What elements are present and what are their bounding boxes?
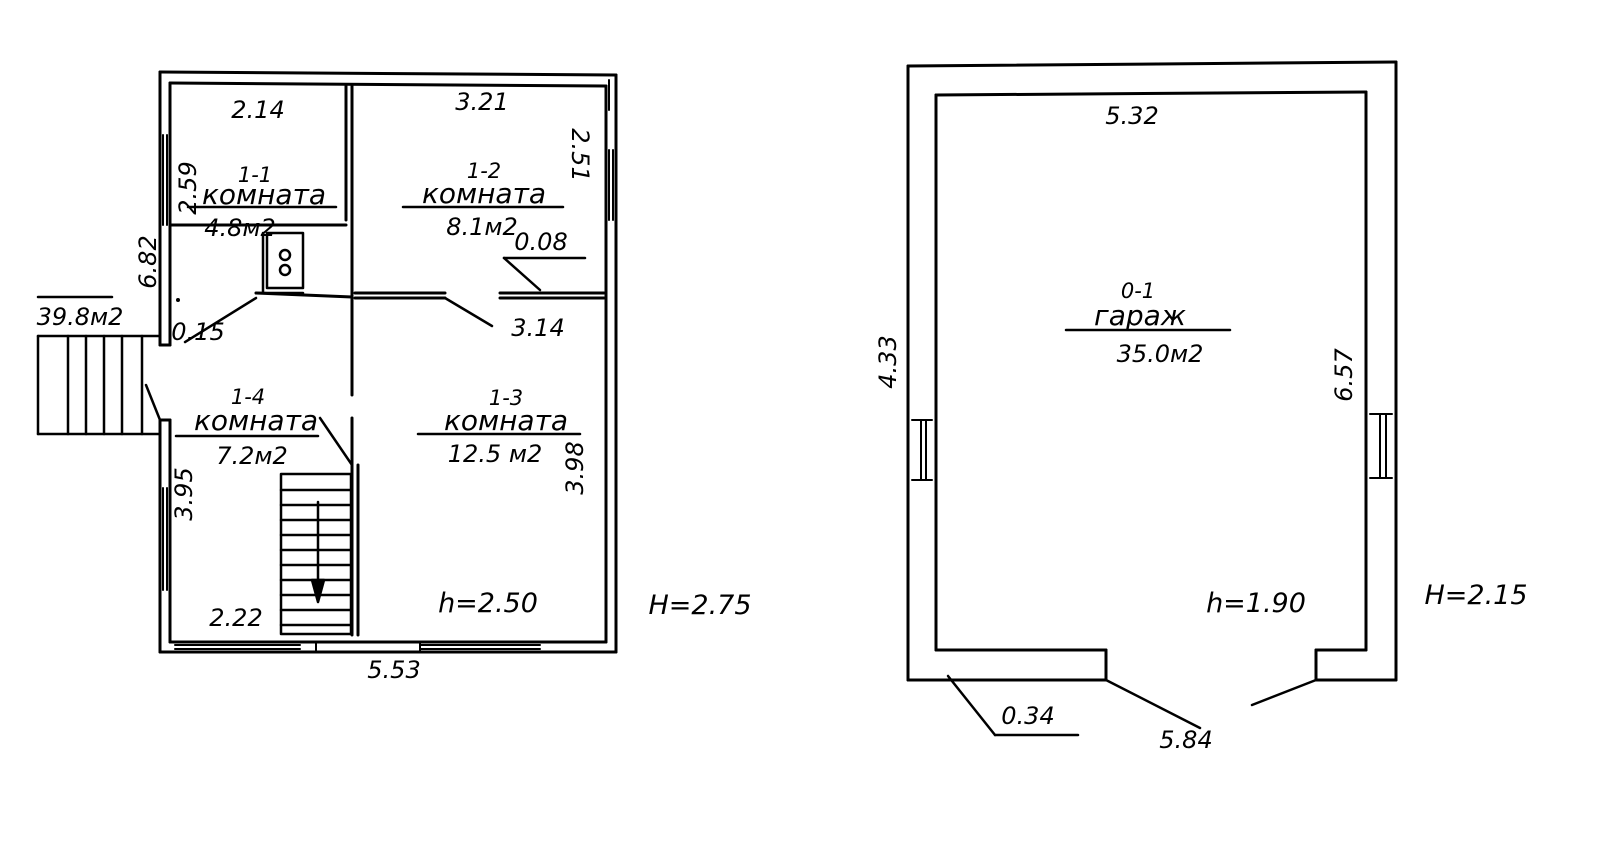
house-windows [162,79,614,653]
room-area: 7.2м2 [216,442,288,470]
dim-partition: 0.08 [514,228,567,256]
dim-right-upper: 2.51 [566,128,594,181]
dim-overall-width: 5.53 [367,656,420,684]
dim-left-lower: 3.95 [170,467,198,520]
entrance-steps [36,295,162,436]
garage-building-height: Н=2.15 [1424,580,1527,611]
room-1-3: 1-3 комната 12.5 м2 [444,386,568,468]
room-name: гараж [1094,299,1186,332]
dim-overall-depth: 6.82 [134,235,162,288]
garage-windows [911,413,1393,481]
dim-bottom-left: 2.22 [209,604,262,632]
room-1-2: 1-2 комната 8.1м2 [422,159,546,241]
total-area: 39.8м2 [37,303,124,331]
room-code: 1-3 [489,386,523,410]
room-area: 12.5 м2 [448,440,542,468]
dim-top-right: 3.21 [455,88,508,116]
room-code: 1-4 [231,385,265,409]
room-name: комната [444,404,568,437]
garage-plan: 5.32 4.33 6.57 0.34 5.84 h=1.90 Н=2.15 0… [874,60,1528,754]
interior-stair [279,472,353,636]
room-1-4: 1-4 комната 7.2м2 [194,385,318,470]
room-name: комната [422,177,546,210]
garage-dim-right: 6.57 [1330,348,1358,402]
dim-top-left: 2.14 [231,96,284,124]
garage-ceiling-height: h=1.90 [1206,588,1306,619]
garage-dim-top: 5.32 [1105,102,1158,130]
garage-dim-bottom: 5.84 [1159,726,1212,754]
house-doors [144,256,587,467]
garage-dim-left: 4.33 [874,335,902,388]
room-name: комната [194,404,318,437]
garage-gate [946,674,1318,737]
room-0-1: 0-1 гараж 35.0м2 [1094,279,1203,368]
dim-left-upper: 2.59 [174,161,202,214]
room-code: 1-2 [467,159,501,183]
house-ceiling-height: h=2.50 [438,588,538,619]
house-plan: 2.14 3.21 2.59 2.51 6.82 0.08 3.14 0.15 … [36,70,752,684]
room-area: 35.0м2 [1117,340,1204,368]
dim-wall-thickness: 0.15 [171,318,224,346]
stove-icon [254,231,305,295]
house-building-height: Н=2.75 [648,590,751,621]
room-code: 1-1 [238,163,272,187]
room-area: 8.1м2 [446,213,518,241]
room-name: комната [202,178,326,211]
house-partitions [169,84,606,637]
room-code: 0-1 [1121,279,1155,303]
house-label-underlines [174,205,582,438]
dim-middle-right: 3.14 [511,314,564,342]
room-1-1: 1-1 комната 4.8м2 [202,163,326,242]
room-area: 4.8м2 [204,214,276,242]
house-outer-walls [158,70,618,654]
garage-walls [906,60,1398,682]
garage-dim-wall: 0.34 [1001,702,1054,730]
dim-right-lower: 3.98 [561,441,589,494]
